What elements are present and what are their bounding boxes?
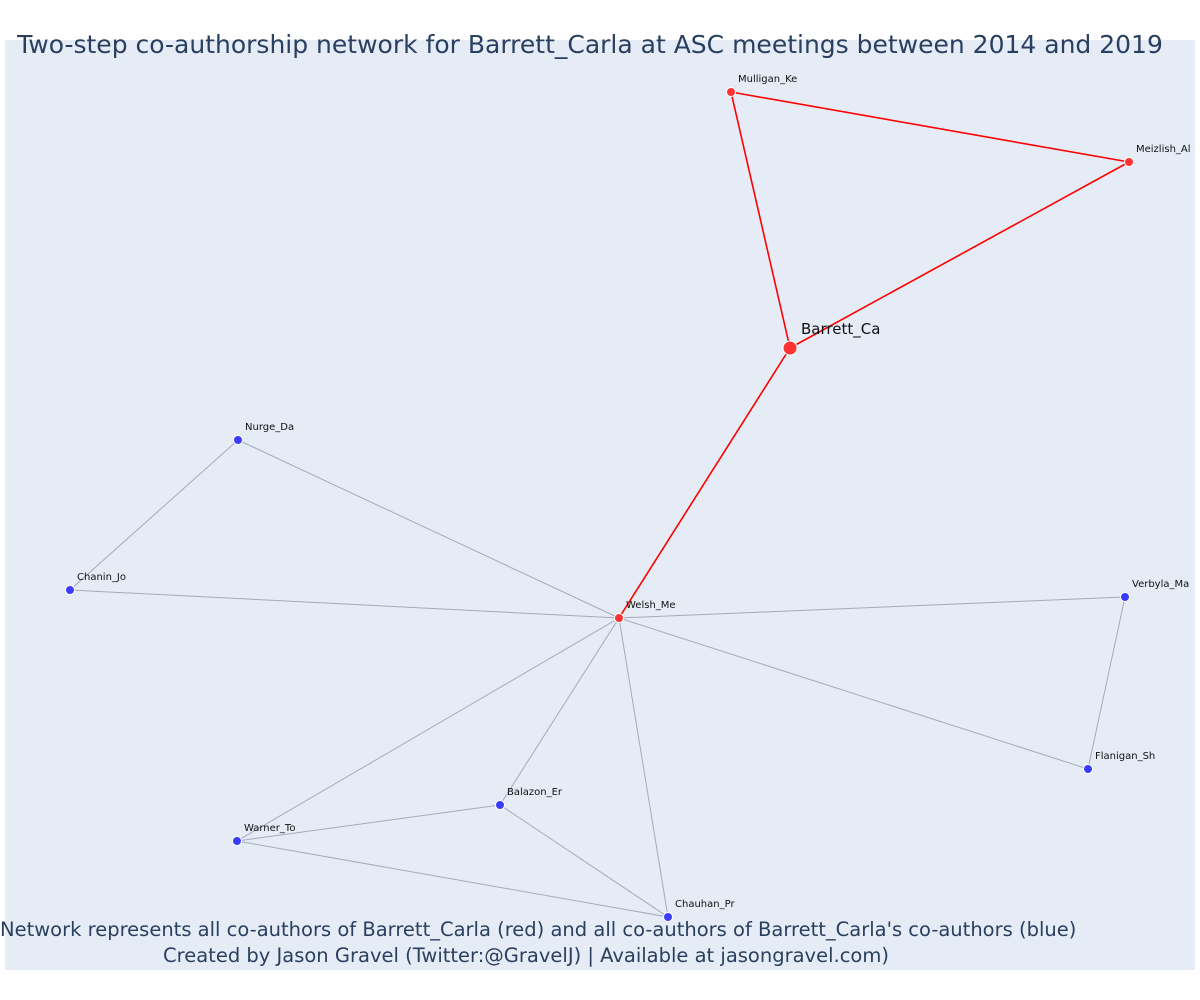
node-Meizlish_Al[interactable] — [1124, 157, 1134, 167]
node-label-Verbyla_Ma: Verbyla_Ma — [1132, 579, 1189, 590]
edge-Barrett_Ca-Meizlish_Al — [789, 161, 1130, 349]
edge-Mulligan_Ke-Meizlish_Al — [730, 91, 1130, 163]
node-label-Mulligan_Ke: Mulligan_Ke — [738, 74, 797, 85]
edge-Welsh_Me-Balazon_Er — [499, 617, 620, 806]
node-label-Meizlish_Al: Meizlish_Al — [1136, 144, 1191, 155]
footer-caption: Network represents all co-authors of Bar… — [0, 918, 1077, 941]
node-label-Barrett_Ca: Barrett_Ca — [801, 320, 880, 339]
plot-area — [5, 40, 1195, 970]
edge-Verbyla_Ma-Flanigan_Sh — [1087, 596, 1126, 770]
edge-Welsh_Me-Flanigan_Sh — [618, 617, 1089, 770]
edge-Warner_To-Chauhan_Pr — [236, 840, 669, 918]
nodes-layer — [65, 87, 1134, 922]
edge-Nurge_Da-Chanin_Jo — [69, 439, 239, 591]
edges-layer — [69, 91, 1130, 918]
edge-Warner_To-Balazon_Er — [236, 804, 501, 842]
node-Welsh_Me[interactable] — [614, 613, 624, 623]
edge-Welsh_Me-Warner_To — [236, 617, 620, 842]
chart-title: Two-step co-authorship network for Barre… — [17, 30, 1163, 59]
node-Nurge_Da[interactable] — [233, 435, 243, 445]
node-Warner_To[interactable] — [232, 836, 242, 846]
edge-Welsh_Me-Chauhan_Pr — [618, 617, 669, 918]
node-label-Nurge_Da: Nurge_Da — [245, 422, 294, 433]
node-label-Balazon_Er: Balazon_Er — [507, 787, 563, 798]
edge-Balazon_Er-Chauhan_Pr — [499, 804, 669, 918]
node-Balazon_Er[interactable] — [495, 800, 505, 810]
edge-Barrett_Ca-Mulligan_Ke — [730, 91, 791, 349]
labels-layer: Barrett_Ca Mulligan_KeMeizlish_AlWelsh_Me… — [77, 74, 1191, 910]
node-label-Chauhan_Pr: Chauhan_Pr — [675, 899, 735, 910]
node-Barrett_Ca[interactable] — [782, 340, 798, 356]
footer-credit: Created by Jason Gravel (Twitter:@Gravel… — [163, 944, 889, 967]
node-label-Flanigan_Sh: Flanigan_Sh — [1095, 751, 1155, 762]
edge-Welsh_Me-Verbyla_Ma — [618, 596, 1126, 619]
edge-Welsh_Me-Chanin_Jo — [69, 589, 620, 619]
node-Mulligan_Ke[interactable] — [726, 87, 736, 97]
node-label-Welsh_Me: Welsh_Me — [626, 600, 676, 611]
edge-Welsh_Me-Nurge_Da — [237, 439, 620, 619]
node-label-Warner_To: Warner_To — [244, 823, 295, 834]
node-Chanin_Jo[interactable] — [65, 585, 75, 595]
node-Verbyla_Ma[interactable] — [1120, 592, 1130, 602]
edge-Barrett_Ca-Welsh_Me — [618, 347, 791, 619]
node-Chauhan_Pr[interactable] — [663, 912, 673, 922]
node-label-Chanin_Jo: Chanin_Jo — [77, 572, 126, 583]
node-Flanigan_Sh[interactable] — [1083, 764, 1093, 774]
